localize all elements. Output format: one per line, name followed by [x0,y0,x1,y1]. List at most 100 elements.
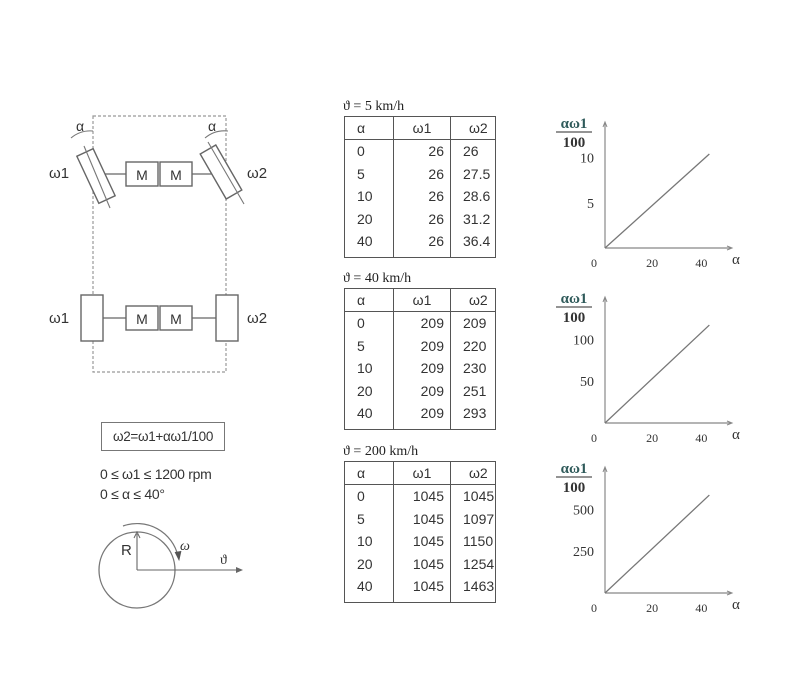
y-tick-label: 500 [573,503,594,518]
y-tick-label: 5 [587,197,594,212]
table-cell: 209 [393,379,451,402]
y-axis-arrow-icon [602,295,608,303]
y-axis-label-numerator: αω1 [561,461,588,477]
table-cell: 1150 [463,533,494,550]
motor-label: M [170,167,182,183]
table-cell: 26 [463,143,479,160]
omega-label: ω [180,539,190,554]
column-header: ω2 [450,461,496,485]
table-cell: 209 [393,334,451,357]
table-cell: 20 [344,207,394,230]
motor-label: M [136,167,148,183]
table-cell: 10 [344,530,394,553]
table-cell: 1045 [393,575,451,602]
y-tick-label: 50 [580,375,594,390]
table-cell: 1045 [393,530,451,553]
table-cell: 31.2 [463,210,491,227]
velocity-label: ϑ [220,553,227,568]
table-cell: 26 [393,185,451,208]
table-cell: 20 [344,379,394,402]
table-cell: 1045 [393,507,451,530]
y-tick-label: 100 [573,333,594,348]
x-axis-arrow-icon [726,420,734,426]
table-cell: 27.5 [463,165,491,182]
angle-arc-right [204,130,229,139]
radius-label: R [121,542,132,559]
table-cell: 209 [393,357,451,380]
y-axis-arrow-icon [602,120,608,128]
data-series-line [604,153,710,249]
table-cell: 0 [344,484,394,508]
table-cell: 209 [393,311,451,335]
x-tick-label: 0 [591,601,597,615]
x-axis-label: α [732,252,740,268]
angle-label-left: α [76,118,84,134]
data-series-line [604,494,710,594]
table-cell: 293 [463,405,487,422]
x-tick-label: 40 [695,256,707,270]
x-tick-label: 0 [591,256,597,270]
table-cell: 40 [344,230,394,257]
table-cell: 1463 [463,578,495,595]
wheel-label-top-right: ω2 [247,165,267,182]
angle-arc-left [70,130,94,139]
column-header: ω1 [393,288,451,312]
constraint-alpha: 0 ≤ α ≤ 40° [100,486,165,502]
table-cell: 26 [393,207,451,230]
x-axis-arrow-icon [726,590,734,596]
table-cell: 1254 [463,555,495,572]
column-header: α [344,116,394,140]
table-cell: 209 [463,315,487,332]
table-cell: 26 [393,139,451,163]
y-axis-label-denominator: 100 [563,310,586,326]
table-cell: 251 [463,382,487,399]
y-tick-label: 250 [573,545,594,560]
x-tick-label: 0 [591,431,597,445]
bottom-left-wheel [80,294,104,342]
table-cell: 40 [344,575,394,602]
table-cell: 1045 [463,488,495,505]
table-cell: 40 [344,402,394,429]
table-cell: 10 [344,185,394,208]
x-tick-label: 40 [695,601,707,615]
table-title: ϑ = 40 km/h [343,271,412,286]
angle-label-right: α [208,118,216,134]
table-cell: 5 [344,162,394,185]
motor-label: M [136,311,148,327]
y-axis-label-numerator: αω1 [561,116,588,132]
bottom-right-wheel [215,294,239,342]
motor-label: M [170,311,182,327]
x-tick-label: 20 [646,601,658,615]
constraint-omega: 0 ≤ ω1 ≤ 1200 rpm [100,466,212,482]
column-header: ω2 [450,288,496,312]
motor-top-left [125,161,159,187]
table-cell: 230 [463,360,487,377]
rotation-arrow [122,522,179,557]
y-tick-label: 10 [580,152,594,167]
x-axis-label: α [732,427,740,443]
table-cell: 209 [393,402,451,429]
table-cell: 20 [344,552,394,575]
dashed-frame [92,115,227,373]
table-cell: 1045 [393,484,451,508]
y-axis-label-denominator: 100 [563,480,586,496]
wheel-sketch: R ω ϑ [98,522,243,609]
